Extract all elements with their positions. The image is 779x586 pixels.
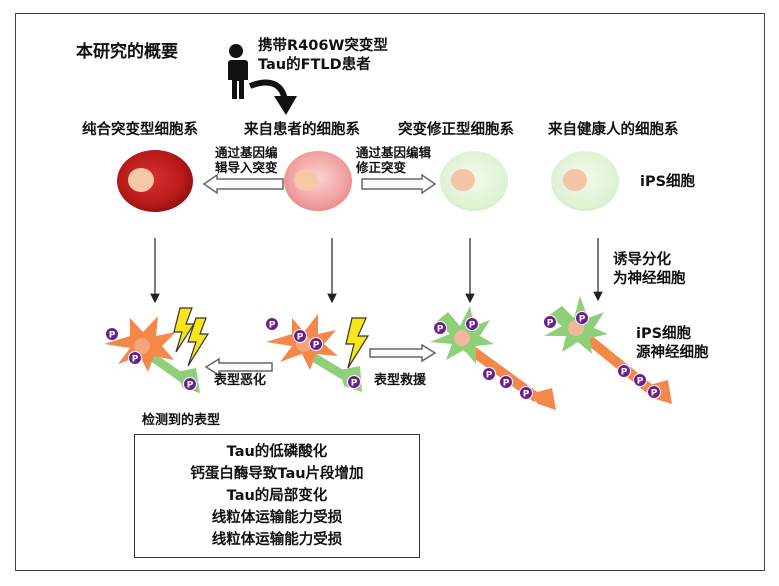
svg-text:P: P: [132, 355, 139, 365]
cell-homozygous: [117, 150, 193, 212]
ips-cell-label: iPS细胞: [640, 174, 696, 190]
lightning-icon: [173, 307, 370, 369]
svg-text:P: P: [637, 377, 644, 387]
phosphate-marker: P: [543, 315, 557, 329]
svg-text:P: P: [313, 341, 320, 351]
svg-text:P: P: [437, 325, 444, 335]
gene-edit-introduce-line1: 通过基因编: [215, 145, 278, 160]
svg-text:P: P: [579, 315, 586, 325]
phosphate-marker: P: [465, 317, 479, 331]
ips-neuron-line1: iPS细胞: [636, 326, 692, 342]
cell-healthy: [551, 151, 619, 211]
phenotype-item: Tau的低磷酸化: [226, 444, 328, 460]
figure-title: 本研究的概要: [76, 42, 178, 62]
phosphate-marker: P: [482, 367, 496, 381]
phosphate-marker: P: [105, 327, 119, 341]
hollow-arrow-left-bottom: [204, 357, 273, 377]
phosphate-marker: P: [309, 337, 323, 351]
induce-diff-line1: 诱导分化: [613, 252, 671, 268]
ips-neuron-line2: 源神经细胞: [636, 345, 709, 361]
person-icon: [227, 44, 248, 99]
phosphate-marker: P: [128, 351, 142, 365]
phosphate-marker: P: [265, 317, 279, 331]
hollow-arrow-left-top: [202, 173, 284, 195]
phenotype-box: Tau的低磷酸化 钙蛋白酶导致Tau片段增加 Tau的局部变化 线粒体运输能力受…: [134, 434, 420, 558]
phosphate-marker: P: [293, 329, 307, 343]
svg-text:P: P: [469, 321, 476, 331]
induce-diff-line2: 为神经细胞: [613, 271, 686, 287]
svg-text:P: P: [109, 331, 116, 341]
svg-text:P: P: [486, 371, 493, 381]
phenotype-item: 钙蛋白酶导致Tau片段增加: [190, 466, 364, 482]
svg-text:P: P: [523, 390, 530, 400]
cell-corrected: [440, 151, 508, 211]
phosphate-marker: P: [347, 375, 361, 389]
phosphate-marker: P: [647, 385, 661, 399]
svg-text:P: P: [621, 368, 628, 378]
svg-text:P: P: [297, 333, 304, 343]
cell-line-corrected: 突变修正型细胞系: [398, 122, 514, 138]
svg-text:P: P: [547, 319, 554, 329]
phenotype-worse-label: 表型恶化: [214, 373, 267, 388]
phosphate-marker: P: [633, 373, 647, 387]
patient-label-line1: 携带R406W突变型: [258, 38, 388, 54]
phosphate-marker: P: [575, 311, 589, 325]
neuron-corrected: [430, 306, 556, 410]
cell-line-healthy: 来自健康人的细胞系: [548, 122, 679, 138]
cell-patient: [284, 151, 352, 211]
phosphate-marker: P: [433, 321, 447, 335]
hollow-arrow-right-top: [361, 173, 437, 195]
svg-text:P: P: [651, 389, 658, 399]
svg-text:P: P: [351, 379, 358, 389]
gene-edit-correct-line1: 通过基因编辑: [356, 145, 432, 160]
cell-line-homozygous: 纯合突变型细胞系: [82, 122, 198, 138]
gene-edit-correct-line2: 修正突变: [356, 160, 407, 175]
hollow-arrow-right-bottom: [369, 343, 437, 363]
svg-text:P: P: [187, 381, 194, 391]
phosphate-marker: P: [519, 386, 533, 400]
svg-text:P: P: [269, 321, 276, 331]
phosphate-marker: P: [183, 377, 197, 391]
gene-edit-introduce-line2: 辑导入突变: [215, 160, 278, 175]
phosphate-marker: P: [499, 375, 513, 389]
phosphate-marker: P: [617, 364, 631, 378]
patient-label-line2: Tau的FTLD患者: [258, 57, 371, 73]
curved-arrow-icon: [248, 79, 297, 115]
phenotype-item: 线粒体运输能力受损: [211, 510, 343, 526]
phenotype-rescue-label: 表型救援: [374, 373, 427, 388]
phenotypes-header: 检测到的表型: [142, 413, 221, 428]
cell-line-patient: 来自患者的细胞系: [244, 122, 360, 138]
phenotype-item: 线粒体运输能力受损: [211, 532, 343, 548]
phenotype-item: Tau的局部变化: [226, 488, 328, 504]
svg-text:P: P: [503, 379, 510, 389]
